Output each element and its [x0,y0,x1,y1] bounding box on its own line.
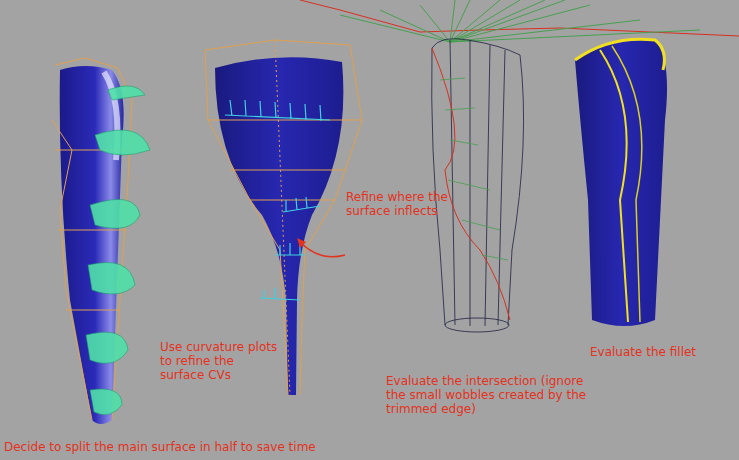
annotation-arrow [297,238,345,257]
split-surface [52,58,150,424]
annotation-note: Evaluate the fillet [590,345,730,359]
annotation-note: Refine where the surface inflects [346,190,456,218]
fillet-solid [575,39,667,326]
annotation-note: Decide to split the main surface in half… [4,440,424,454]
annotation-note: Evaluate the intersection (ignore the sm… [386,374,591,416]
annotation-note: Use curvature plots to refine the surfac… [160,340,278,382]
intersection-wireframe [300,0,739,332]
